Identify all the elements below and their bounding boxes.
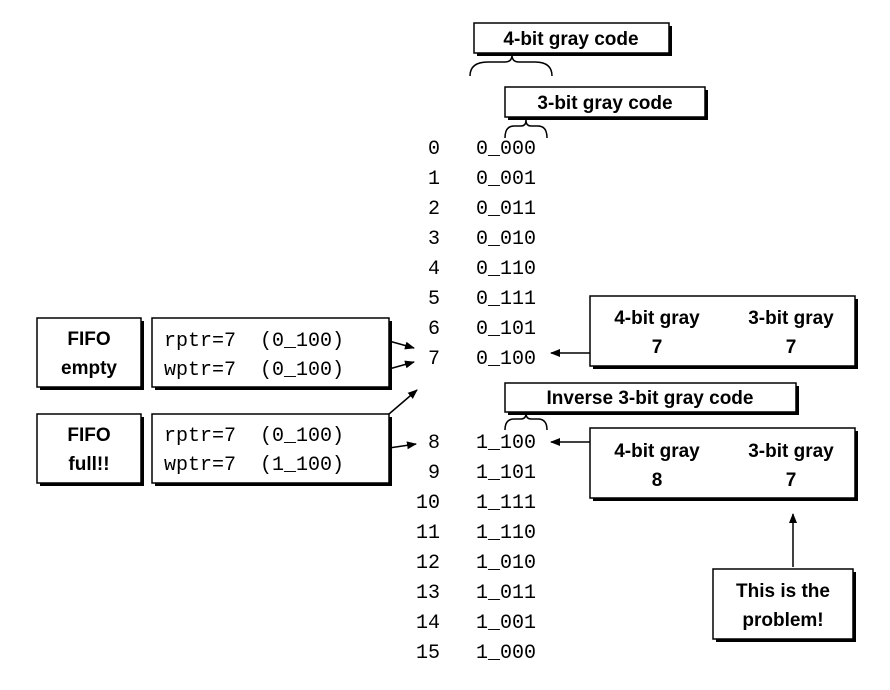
row-index: 15: [416, 642, 440, 665]
three-bit-code-label-box: 3-bit gray code: [504, 86, 708, 120]
row-code: 1_111: [476, 492, 536, 515]
compare-box-top: 4-bit gray 3-bit gray 7 7: [589, 295, 858, 369]
row-index: 4: [428, 258, 440, 281]
problem-line1: This is the: [736, 581, 830, 602]
arrow-full-rptr: [388, 389, 418, 415]
compare-top-col2-value: 7: [786, 337, 797, 358]
inverse-code-label-box: Inverse 3-bit gray code: [504, 382, 799, 415]
row-code: 1_010: [476, 552, 536, 575]
row-index: 7: [428, 348, 440, 371]
compare-bottom-col1-value: 8: [652, 470, 663, 491]
row-index: 1: [428, 168, 440, 191]
problem-callout-box: This is the problem!: [712, 568, 856, 642]
row-code: 0_101: [476, 318, 536, 341]
fifo-full-rptr: rptr=7 (0_100): [164, 425, 344, 448]
row-code: 0_010: [476, 228, 536, 251]
compare-top-col1-header: 4-bit gray: [614, 308, 700, 329]
row-code: 1_001: [476, 612, 536, 635]
arrow-empty-rptr: [388, 340, 415, 350]
fifo-empty-label-line1: FIFO: [67, 329, 110, 350]
compare-bottom-col2-header: 3-bit gray: [748, 441, 834, 462]
row-code: 1_100: [476, 432, 536, 455]
row-index: 9: [428, 462, 440, 485]
row-index: 11: [416, 522, 440, 545]
row-index: 12: [416, 552, 440, 575]
row-index: 3: [428, 228, 440, 251]
row-code: 0_001: [476, 168, 536, 191]
compare-bottom-col2-value: 7: [786, 470, 797, 491]
row-index: 14: [416, 612, 440, 635]
row-index: 2: [428, 198, 440, 221]
arrow-full-wptr: [388, 441, 417, 450]
fifo-empty-wptr: wptr=7 (0_100): [164, 359, 344, 382]
row-code: 1_110: [476, 522, 536, 545]
fifo-full-pointers-box: rptr=7 (0_100) wptr=7 (1_100): [151, 413, 392, 486]
row-code: 0_100: [476, 348, 536, 371]
three-bit-code-label: 3-bit gray code: [537, 93, 672, 114]
compare-top-col2-header: 3-bit gray: [748, 308, 834, 329]
row-index: 10: [416, 492, 440, 515]
compare-top-col1-value: 7: [652, 337, 663, 358]
row-index: 6: [428, 318, 440, 341]
arrow-empty-wptr: [388, 360, 415, 370]
four-bit-code-label: 4-bit gray code: [503, 29, 638, 50]
inverse-code-label: Inverse 3-bit gray code: [547, 388, 754, 409]
compare-bottom-col1-header: 4-bit gray: [614, 441, 700, 462]
four-bit-brace: [469, 54, 553, 77]
fifo-empty-pointers-box: rptr=7 (0_100) wptr=7 (0_100): [151, 317, 392, 390]
fifo-empty-label-line2: empty: [61, 358, 117, 379]
inverse-brace: [504, 412, 548, 431]
row-code: 1_011: [476, 582, 536, 605]
row-code: 1_000: [476, 642, 536, 665]
row-index: 5: [428, 288, 440, 311]
row-code: 0_000: [476, 138, 536, 161]
fifo-empty-label-box: FIFO empty: [36, 317, 144, 390]
gray-code-table-upper: 0 0_000 1 0_001 2 0_011 3 0_010 4 0_110 …: [428, 138, 536, 371]
compare-box-bottom: 4-bit gray 3-bit gray 8 7: [589, 427, 858, 501]
row-index: 0: [428, 138, 440, 161]
row-index: 13: [416, 582, 440, 605]
three-bit-brace: [504, 119, 548, 139]
gray-code-table-lower: 8 1_100 9 1_101 10 1_111 11 1_110 12 1_0…: [416, 432, 536, 665]
row-index: 8: [428, 432, 440, 455]
row-code: 0_110: [476, 258, 536, 281]
fifo-empty-rptr: rptr=7 (0_100): [164, 330, 344, 353]
four-bit-code-label-box: 4-bit gray code: [473, 22, 672, 56]
fifo-full-label-box: FIFO full!!: [36, 413, 144, 486]
row-code: 0_111: [476, 288, 536, 311]
fifo-full-label-line2: full!!: [68, 454, 109, 475]
row-code: 0_011: [476, 198, 536, 221]
row-code: 1_101: [476, 462, 536, 485]
problem-line2: problem!: [742, 610, 823, 631]
fifo-full-label-line1: FIFO: [67, 425, 110, 446]
fifo-full-wptr: wptr=7 (1_100): [164, 454, 344, 477]
